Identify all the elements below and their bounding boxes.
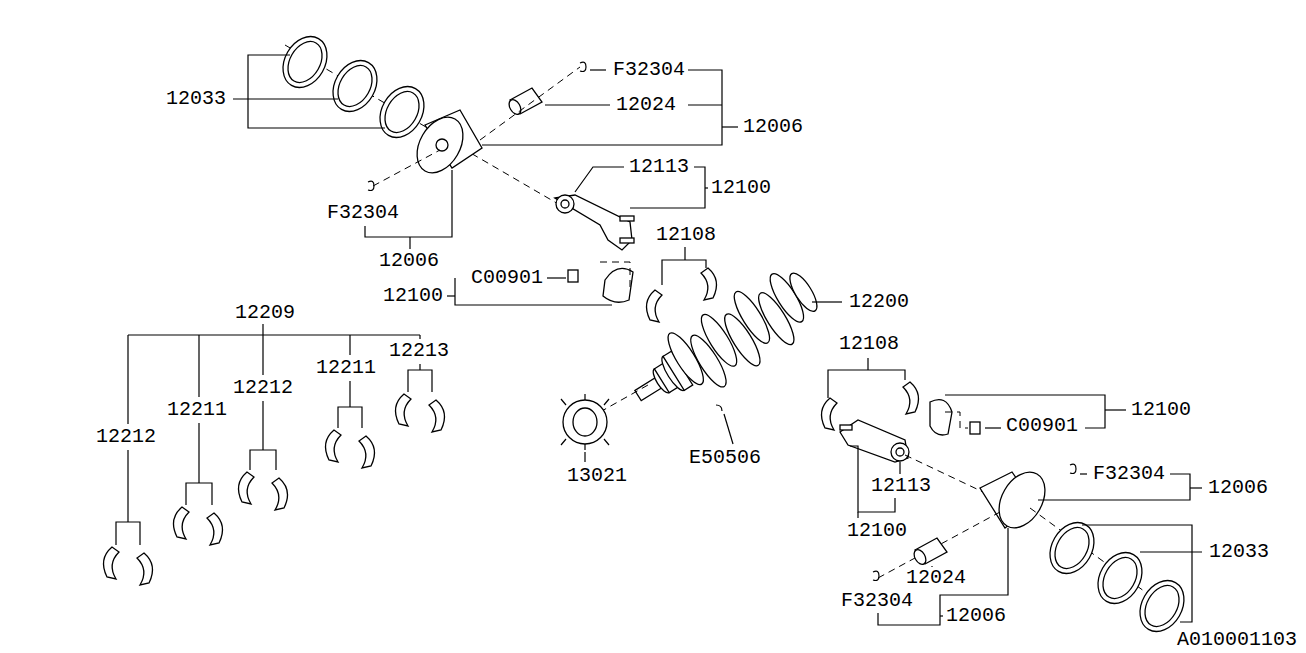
callout-number: E50506 [688, 447, 762, 469]
callout-number: 12006 [742, 116, 804, 138]
callout-number: 12006 [1207, 477, 1269, 499]
callout-number: F32304 [1092, 463, 1166, 485]
callout-number: 12033 [165, 88, 227, 110]
callout-number: 12113 [870, 475, 932, 497]
callout-number: F32304 [840, 590, 914, 612]
callout-number: 12108 [838, 333, 900, 355]
callout-number: 12024 [905, 567, 967, 589]
callout-number: 12212 [232, 377, 294, 399]
callout-number: 12212 [95, 426, 157, 448]
drawing-number: A010001103 [1176, 629, 1298, 651]
callout-number: 12033 [1208, 541, 1270, 563]
callout-number: 12100 [382, 285, 444, 307]
callout-number: 12024 [615, 94, 677, 116]
callout-number: 12211 [315, 357, 377, 379]
callout-number: 12211 [166, 399, 228, 421]
callout-number: F32304 [326, 202, 400, 224]
callout-number: 12100 [846, 520, 908, 542]
callout-number: 12200 [848, 291, 910, 313]
callout-number: C00901 [1005, 415, 1079, 437]
callout-number: C00901 [470, 267, 544, 289]
callout-number: 12213 [388, 340, 450, 362]
callout-number: 12209 [234, 302, 296, 324]
callout-number: F32304 [612, 59, 686, 81]
callout-number: 12100 [1130, 399, 1192, 421]
callout-number: 12006 [378, 250, 440, 272]
callout-number: 13021 [566, 465, 628, 487]
callout-number: 12006 [945, 605, 1007, 627]
callout-number: 12113 [628, 156, 690, 178]
callout-number: 12100 [710, 177, 772, 199]
callout-number: 12108 [655, 224, 717, 246]
